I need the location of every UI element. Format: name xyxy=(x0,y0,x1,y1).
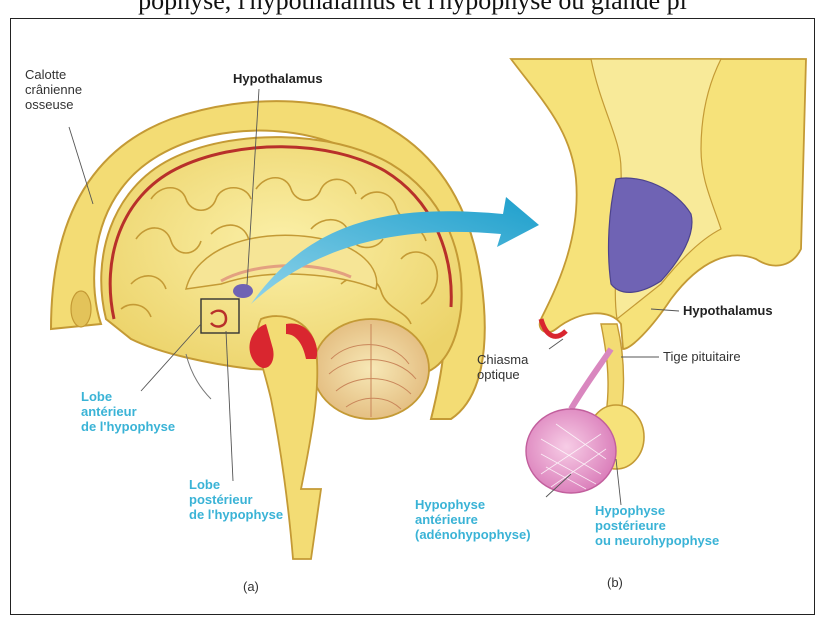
label-tige-pituitaire: Tige pituitaire xyxy=(663,349,741,364)
caption-b: (b) xyxy=(607,575,623,590)
brainstem xyxy=(249,316,321,559)
label-lobe-posterieur-line2: postérieur xyxy=(189,492,283,507)
cropped-page-heading: pophyse, l'hypothalamus et l'hypophyse o… xyxy=(0,0,825,16)
label-hypothalamus-a: Hypothalamus xyxy=(233,71,323,86)
cerebellum xyxy=(313,319,429,419)
label-lobe-posterieur-line3: de l'hypophyse xyxy=(189,507,283,522)
label-chiasma: Chiasma optique xyxy=(477,352,528,382)
label-hypophyse-ant-line3: (adénohypophyse) xyxy=(415,527,531,542)
label-hypophyse-posterieure: Hypophyse postérieure ou neurohypophyse xyxy=(595,503,719,548)
label-hypothalamus-b: Hypothalamus xyxy=(683,303,773,318)
label-calotte-line3: osseuse xyxy=(25,97,82,112)
label-calotte: Calotte crânienne osseuse xyxy=(25,67,82,112)
label-lobe-anterieur: Lobe antérieur de l'hypophyse xyxy=(81,389,175,434)
label-lobe-anterieur-line3: de l'hypophyse xyxy=(81,419,175,434)
label-lobe-posterieur-line1: Lobe xyxy=(189,477,283,492)
pituitary-stalk xyxy=(601,324,624,414)
label-calotte-line2: crânienne xyxy=(25,82,82,97)
label-lobe-anterieur-line1: Lobe xyxy=(81,389,175,404)
label-chiasma-line1: Chiasma xyxy=(477,352,528,367)
label-hypophyse-post-line2: postérieure xyxy=(595,518,719,533)
label-hypophyse-ant-line2: antérieure xyxy=(415,512,531,527)
label-lobe-posterieur: Lobe postérieur de l'hypophyse xyxy=(189,477,283,522)
label-hypophyse-post-line1: Hypophyse xyxy=(595,503,719,518)
figure-frame: Calotte crânienne osseuse Hypothalamus L… xyxy=(10,18,815,615)
hypothalamus-marker-a xyxy=(233,284,253,298)
label-hypophyse-anterieure: Hypophyse antérieure (adénohypophyse) xyxy=(415,497,531,542)
label-hypophyse-post-line3: ou neurohypophyse xyxy=(595,533,719,548)
label-hypophyse-ant-line1: Hypophyse xyxy=(415,497,531,512)
label-lobe-anterieur-line2: antérieur xyxy=(81,404,175,419)
caption-a: (a) xyxy=(243,579,259,594)
label-calotte-line1: Calotte xyxy=(25,67,82,82)
label-chiasma-line2: optique xyxy=(477,367,528,382)
panel-b-illustration xyxy=(511,59,806,493)
